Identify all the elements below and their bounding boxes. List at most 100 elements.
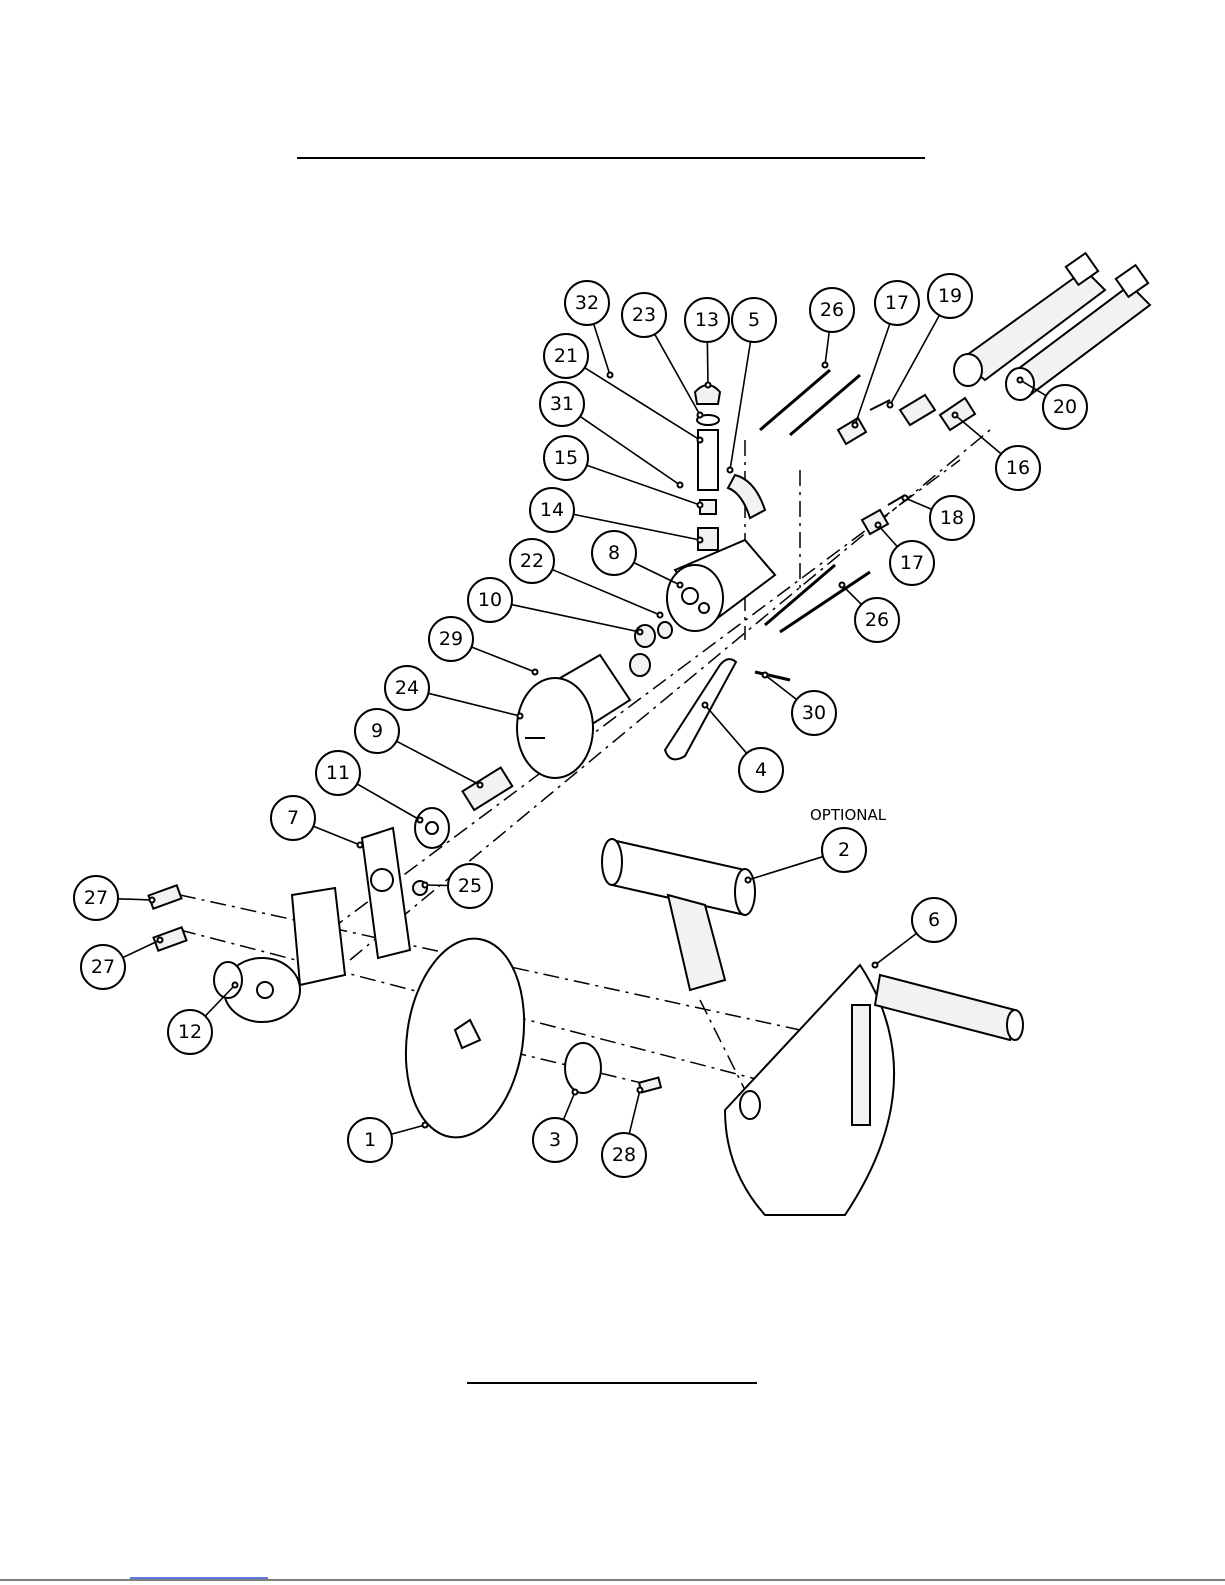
callout-number: 30 (802, 702, 826, 724)
callout-leader (123, 940, 160, 958)
callout-number: 16 (1006, 457, 1030, 479)
callout-30: 30 (763, 673, 837, 736)
callout-leader (391, 1125, 425, 1134)
callout-number: 25 (458, 875, 482, 897)
callout-leader-dot (423, 1123, 428, 1128)
callout-leader-dot (746, 878, 751, 883)
callout-leader (574, 514, 700, 540)
callout-number: 7 (287, 807, 299, 829)
callout-leader (655, 334, 700, 415)
callout-number: 26 (865, 609, 889, 631)
callout-number: 22 (520, 550, 544, 572)
callout-leader (705, 705, 747, 753)
callout-leader-dot (853, 423, 858, 428)
callout-leader (707, 342, 708, 385)
callout-leader (563, 1092, 575, 1120)
callout-leader (878, 525, 897, 547)
callout-27a: 27 (74, 876, 155, 920)
callout-leader-dot (1018, 378, 1023, 383)
callout-leader (955, 415, 1001, 454)
callout-26a: 26 (810, 288, 854, 368)
callout-leader (890, 315, 939, 405)
callout-leader-dot (953, 413, 958, 418)
callout-number: 2 (838, 839, 850, 861)
callout-leader (552, 570, 660, 615)
saw-blade (394, 931, 537, 1145)
callout-number: 1 (364, 1129, 376, 1151)
callout-number: 23 (632, 304, 656, 326)
callout-25: 25 (423, 864, 493, 908)
callout-number: 17 (900, 552, 924, 574)
callout-28: 28 (602, 1088, 646, 1178)
shaft-bearing (415, 767, 512, 848)
callout-number: 11 (326, 762, 350, 784)
washer (565, 1043, 601, 1093)
callout-number: 19 (938, 285, 962, 307)
callout-leader (594, 324, 610, 375)
callout-number: 14 (540, 499, 564, 521)
callout-leader (730, 342, 751, 470)
callout-leader (825, 332, 829, 365)
hose-assembly (954, 253, 1150, 400)
callout-number: 27 (84, 887, 108, 909)
callout-leader-dot (518, 714, 523, 719)
callout-6: 6 (873, 898, 957, 968)
callout-leader (118, 899, 152, 900)
callout-1: 1 (348, 1118, 428, 1162)
callout-16: 16 (953, 413, 1041, 491)
callout-leader (629, 1090, 640, 1134)
callout-leader-dot (706, 383, 711, 388)
callout-leader (634, 563, 680, 585)
callout-leader (905, 498, 932, 509)
callout-leader (585, 368, 700, 440)
callout-11: 11 (316, 751, 423, 823)
callout-number: 8 (608, 542, 620, 564)
callout-leader-dot (698, 438, 703, 443)
callout-26b: 26 (840, 583, 900, 643)
callout-18: 18 (903, 496, 975, 541)
callout-number: 20 (1053, 396, 1077, 418)
callout-number: 28 (612, 1144, 636, 1166)
long-bolts (760, 370, 870, 632)
blade-guard (725, 965, 1023, 1215)
callout-leader (313, 826, 360, 845)
callout-leader-dot (573, 1090, 578, 1095)
callout-leader (512, 605, 640, 632)
callout-leader-dot (608, 373, 613, 378)
callout-number: 29 (439, 628, 463, 650)
callout-number: 32 (575, 292, 599, 314)
wrench (665, 659, 790, 759)
callout-leader-dot (728, 468, 733, 473)
callout-leader-dot (358, 843, 363, 848)
callout-number: 31 (550, 393, 574, 415)
callout-leader (428, 693, 520, 716)
callout-leader-dot (888, 403, 893, 408)
callout-leader (396, 741, 480, 785)
callout-leader-dot (638, 630, 643, 635)
callout-leader (357, 784, 420, 820)
callout-leader-dot (423, 883, 428, 888)
callout-number: 27 (91, 956, 115, 978)
callout-17b: 17 (876, 523, 935, 586)
callout-2: 2 (746, 828, 867, 883)
callout-leader (580, 416, 680, 485)
callout-leader (875, 933, 917, 965)
callout-leader-dot (698, 503, 703, 508)
callout-leader-dot (823, 363, 828, 368)
callout-number: 6 (928, 909, 940, 931)
callout-leader (748, 857, 823, 880)
callout-20: 20 (1018, 378, 1088, 430)
callout-number: 3 (549, 1129, 561, 1151)
callout-leader (471, 647, 535, 672)
callout-leader-dot (233, 983, 238, 988)
callout-7: 7 (271, 796, 363, 848)
callout-27b: 27 (81, 938, 163, 990)
callout-number: 17 (885, 292, 909, 314)
callout-leader (842, 585, 861, 604)
callout-leader-dot (658, 613, 663, 618)
callout-number: 15 (554, 447, 578, 469)
callout-leader-dot (698, 538, 703, 543)
callout-13: 13 (685, 298, 729, 388)
callout-22: 22 (510, 539, 663, 618)
callout-number: 13 (695, 309, 719, 331)
